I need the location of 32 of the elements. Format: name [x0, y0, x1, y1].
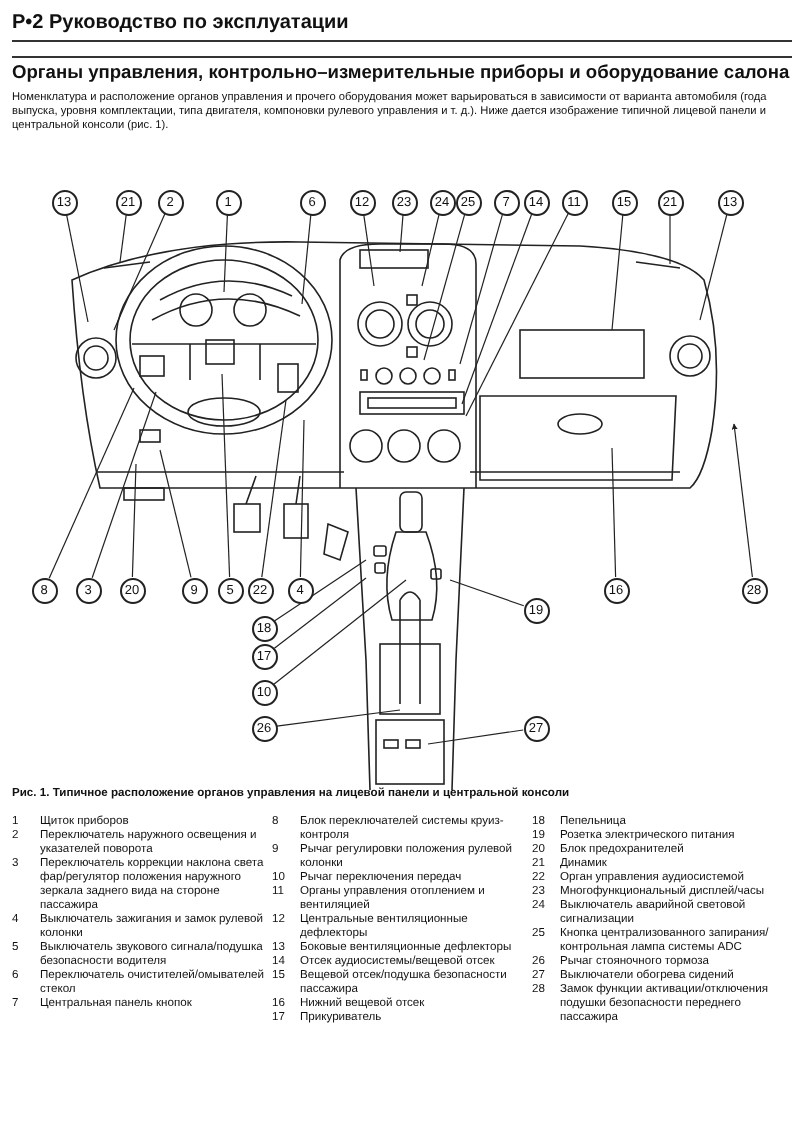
- leader-line: [119, 214, 127, 263]
- leader-line: [465, 213, 569, 417]
- leader-line: [131, 463, 137, 578]
- leader-line: [669, 214, 671, 265]
- leader-line: [299, 419, 305, 578]
- leader-line: [611, 214, 624, 331]
- leader-line: [159, 449, 192, 578]
- leader-line: [731, 423, 753, 578]
- leader-line: [423, 214, 466, 361]
- leader-line: [113, 213, 166, 331]
- leader-line: [363, 214, 375, 287]
- leader-line: [427, 729, 524, 745]
- page-header: Р•2 Руководство по эксплуатации: [12, 12, 349, 34]
- leader-line: [421, 214, 440, 287]
- leader-line: [273, 579, 407, 685]
- leader-line: [261, 399, 287, 578]
- leader-line: [274, 559, 367, 622]
- leader-line: [223, 214, 228, 293]
- leader-line: [91, 391, 157, 579]
- leader-line: [48, 387, 135, 579]
- leader-line: [273, 577, 367, 649]
- leader-line: [221, 373, 231, 578]
- leader-line: [399, 214, 404, 253]
- leader-line: [611, 447, 617, 578]
- leader-line: [699, 214, 728, 321]
- leader-line: [459, 214, 503, 365]
- section-title: Органы управления, контрольно–измерительные приборы и оборудование салона: [12, 62, 790, 82]
- leader-line: [461, 213, 533, 405]
- leader-line: [66, 214, 89, 323]
- leader-line: [276, 709, 401, 727]
- leader-line: [449, 579, 525, 607]
- leader-line: [301, 214, 312, 305]
